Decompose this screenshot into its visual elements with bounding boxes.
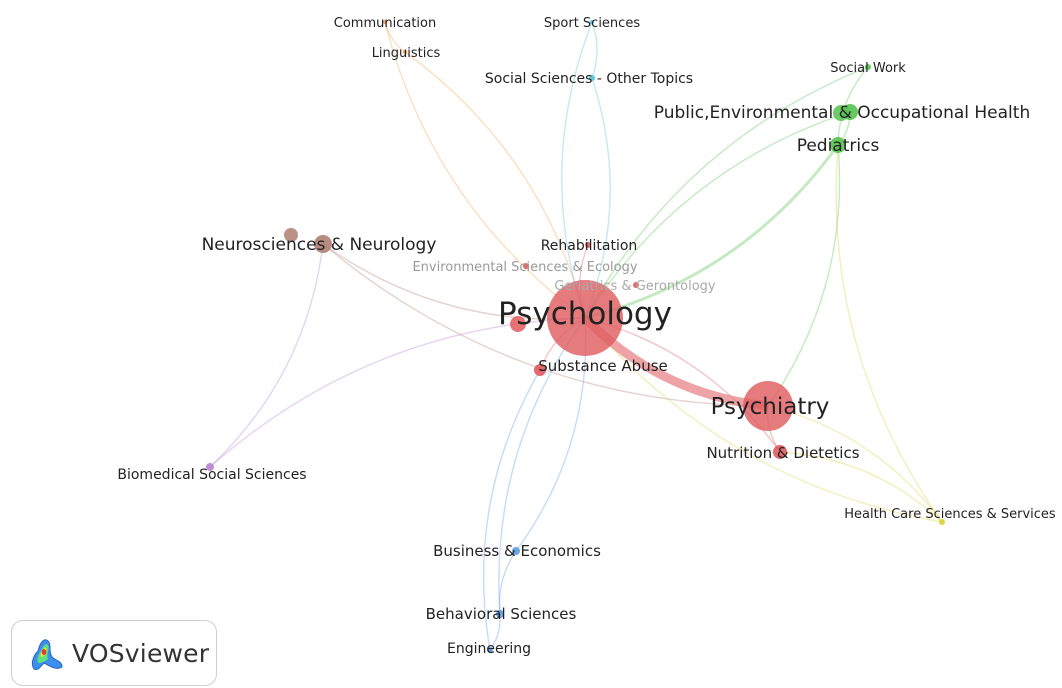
link-psychiatry-health-care-sciences-services [767,405,943,523]
link-psychology-health-care-sciences-services [584,317,943,523]
vosviewer-logo-box: VOSviewer [11,620,217,686]
label-linguistics[interactable]: Linguistics [372,46,441,61]
label-pediatrics[interactable]: Pediatrics [797,136,880,156]
node-public-environmental-occupational-health[interactable] [842,104,858,120]
link-nutrition-dietetics-health-care-sciences-services [779,451,943,523]
node-engineering[interactable] [487,647,493,653]
label-public-environmental-occupational-health[interactable]: Public,Environmental & Occupational Heal… [654,103,1030,123]
node-geriatrics-gerontology[interactable] [633,282,639,288]
link-psychiatry-pediatrics [767,144,841,407]
link-psychology-communication [384,21,586,319]
node-pediatrics[interactable] [830,137,846,153]
label-nutrition-dietetics[interactable]: Nutrition & Dietetics [706,444,859,462]
node-environmental-sciences-ecology[interactable] [523,263,529,269]
link-pediatrics-health-care-sciences-services [835,144,943,523]
label-business-economics[interactable]: Business & Economics [433,542,601,560]
link-business-economics-behavioral-sciences [498,550,517,615]
label-health-care-sciences-services[interactable]: Health Care Sciences & Services [844,507,1056,522]
link-substance-abuse-engineering [482,369,541,651]
link-psychology-biomedical-social-sciences [209,317,586,468]
label-biomedical-social-sciences[interactable]: Biomedical Social Sciences [117,467,306,483]
link-psychology-social-work [584,66,869,319]
psychology-secondary-node[interactable] [510,316,526,332]
neurosciences-secondary-node[interactable] [284,228,298,242]
link-sport-sciences-social-sciences-other-topics [591,21,598,79]
link-psychology-pediatrics [584,144,840,320]
label-engineering[interactable]: Engineering [447,641,531,657]
label-environmental-sciences-ecology[interactable]: Environmental Sciences & Ecology [412,260,637,275]
label-neurosciences-neurology[interactable]: Neurosciences & Neurology [202,235,437,255]
node-social-sciences-other-topics[interactable] [589,75,595,81]
label-social-sciences-other-topics[interactable]: Social Sciences - Other Topics [485,71,693,87]
node-psychology[interactable] [547,280,623,356]
link-pediatrics-social-work [837,66,869,146]
vosviewer-logo-text: VOSviewer [72,638,210,668]
label-geriatrics-gerontology[interactable]: Geriatrics & Gerontology [554,279,716,294]
node-social-work[interactable] [865,64,871,70]
node-sport-sciences[interactable] [590,20,594,24]
label-substance-abuse[interactable]: Substance Abuse [538,357,668,375]
link-psychology-linguistics [404,51,586,319]
label-behavioral-sciences[interactable]: Behavioral Sciences [426,605,577,623]
node-substance-abuse[interactable] [534,364,546,376]
node-communication[interactable] [383,20,387,24]
label-communication[interactable]: Communication [334,16,436,31]
node-linguistics[interactable] [403,50,407,54]
label-rehabilitation[interactable]: Rehabilitation [541,238,638,254]
link-psychology-behavioral-sciences [498,317,586,615]
link-neurosciences-neurology-biomedical-social-sciences [209,243,324,468]
node-rehabilitation[interactable] [585,242,591,248]
label-psychology[interactable]: Psychology [498,296,672,332]
node-health-care-sciences-services[interactable] [939,519,945,525]
link-psychiatry-neurosciences-neurology [322,243,769,407]
link-psychology-public-environmental-occupational-health [584,111,851,319]
node-neurosciences-neurology[interactable] [314,235,332,253]
node-nutrition-dietetics[interactable] [773,445,787,459]
link-psychology-sport-sciences [561,21,593,319]
node-behavioral-sciences[interactable] [496,610,504,618]
vosviewer-heatmap-icon [31,639,63,670]
node-psychiatry[interactable] [743,381,793,431]
link-communication-linguistics [384,21,406,53]
label-sport-sciences[interactable]: Sport Sciences [544,16,640,31]
node-business-economics[interactable] [512,547,520,555]
network-nodes [206,20,945,653]
label-psychiatry[interactable]: Psychiatry [711,394,830,420]
node-biomedical-social-sciences[interactable] [206,463,214,471]
label-social-work[interactable]: Social Work [830,61,906,76]
